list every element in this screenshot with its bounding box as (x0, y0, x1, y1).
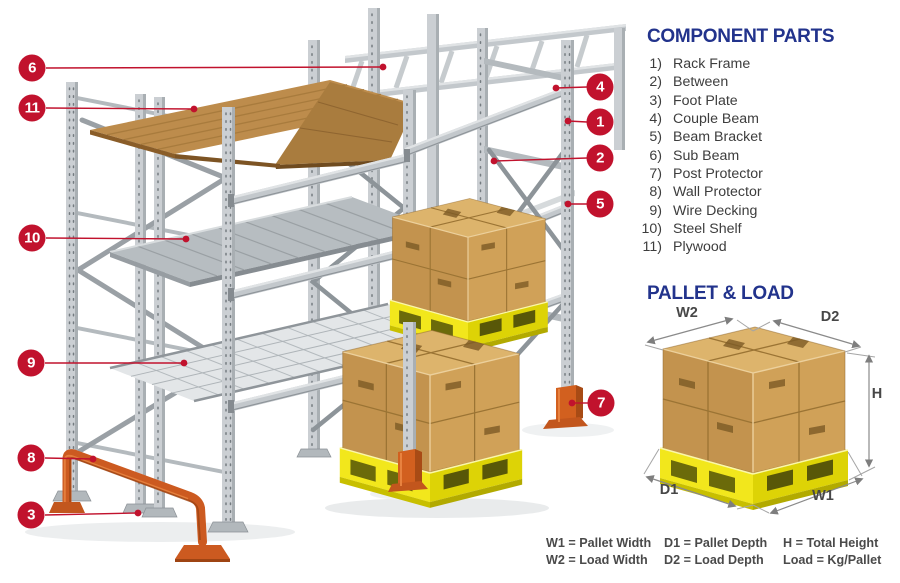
part-number: 6) (649, 147, 662, 164)
rack-frame-left (52, 82, 408, 518)
rack-illustration (44, 8, 626, 562)
part-number: 8) (649, 184, 662, 201)
part-row: 7) Post Protector (638, 165, 763, 183)
part-number: 3) (649, 92, 662, 109)
legend-item: D2 = Load Depth (664, 552, 764, 567)
callout-4-couple-beam: 4 (586, 73, 614, 101)
part-label: Plywood (673, 239, 727, 256)
part-row: 1) Rack Frame (638, 55, 763, 73)
part-row: 11) Plywood (638, 238, 763, 256)
part-number: 7) (649, 166, 662, 183)
part-label: Sub Beam (673, 147, 740, 164)
part-label: Couple Beam (673, 111, 759, 128)
foot-plate (141, 507, 178, 518)
part-row: 3) Foot Plate (638, 92, 763, 110)
component-parts-title: COMPONENT PARTS (647, 26, 835, 47)
part-row: 9) Wire Decking (638, 202, 763, 220)
callout-7-post-protector: 7 (587, 389, 615, 417)
part-row: 8) Wall Protector (638, 183, 763, 201)
part-label: Foot Plate (673, 92, 738, 109)
part-number: 11) (642, 239, 662, 256)
legend-item: H = Total Height (783, 536, 879, 550)
callout-9-wire-decking: 9 (17, 349, 45, 377)
callout-1-rack-frame: 1 (586, 108, 614, 136)
legend-item: D1 = Pallet Depth (664, 536, 768, 550)
part-number: 1) (649, 56, 662, 72)
dim-label-h: H (871, 386, 883, 402)
legend-item: Load = Kg/Pallet (783, 552, 882, 567)
part-number: 9) (649, 202, 662, 219)
part-number: 4) (649, 111, 662, 128)
part-label: Beam Bracket (673, 129, 763, 146)
floor-pallet-load (339, 329, 523, 509)
steel-shelf (109, 196, 432, 287)
dim-label-w2: W2 (676, 305, 698, 321)
legend-item: W2 = Load Width (546, 552, 648, 567)
dim-label-w1: W1 (812, 488, 834, 504)
leader-lines (44, 63, 588, 517)
callout-3-foot-plate: 3 (17, 501, 45, 529)
part-label: Rack Frame (673, 56, 751, 72)
callout-11-plywood: 11 (18, 94, 46, 122)
part-label: Post Protector (673, 166, 763, 183)
callout-2-between: 2 (586, 144, 614, 172)
part-label: Steel Shelf (673, 221, 742, 238)
part-row: 6) Sub Beam (638, 147, 763, 165)
part-row: 5) Beam Bracket (638, 128, 763, 146)
part-row: 10) Steel Shelf (638, 220, 763, 238)
part-label: Between (673, 74, 729, 91)
component-parts-list: 1) Rack Frame 2) Between 3) Foot Plate 4) Co… (638, 55, 763, 257)
dimension-arrows (643, 316, 876, 515)
part-label: Wall Protector (673, 184, 762, 201)
legend: W1 = Pallet Width D1 = Pallet Depth H = … (546, 535, 881, 568)
part-row: 4) Couple Beam (638, 110, 763, 128)
foot-plate (52, 490, 92, 502)
part-row: 2) Between (638, 73, 763, 91)
dim-label-d1: D1 (659, 482, 679, 498)
callout-10-steel-shelf: 10 (18, 224, 46, 252)
foot-plate (207, 521, 249, 533)
wall-protector-rail (49, 449, 230, 562)
post-protector-middle (388, 322, 428, 492)
callout-6-sub-beam: 6 (18, 54, 46, 82)
pallet-diagram (643, 316, 876, 515)
dim-label-d2: D2 (820, 309, 840, 325)
callout-5-beam-bracket: 5 (586, 190, 614, 218)
part-number: 5) (649, 129, 662, 146)
part-number: 10) (641, 221, 662, 238)
legend-item: W1 = Pallet Width (546, 536, 652, 550)
post-protector-right (543, 385, 588, 429)
plywood-deck (90, 80, 415, 169)
part-label: Wire Decking (673, 202, 758, 219)
callout-8-wall-protector: 8 (17, 444, 45, 472)
part-number: 2) (649, 74, 662, 91)
pallet-load-title: PALLET & LOAD (647, 283, 794, 304)
